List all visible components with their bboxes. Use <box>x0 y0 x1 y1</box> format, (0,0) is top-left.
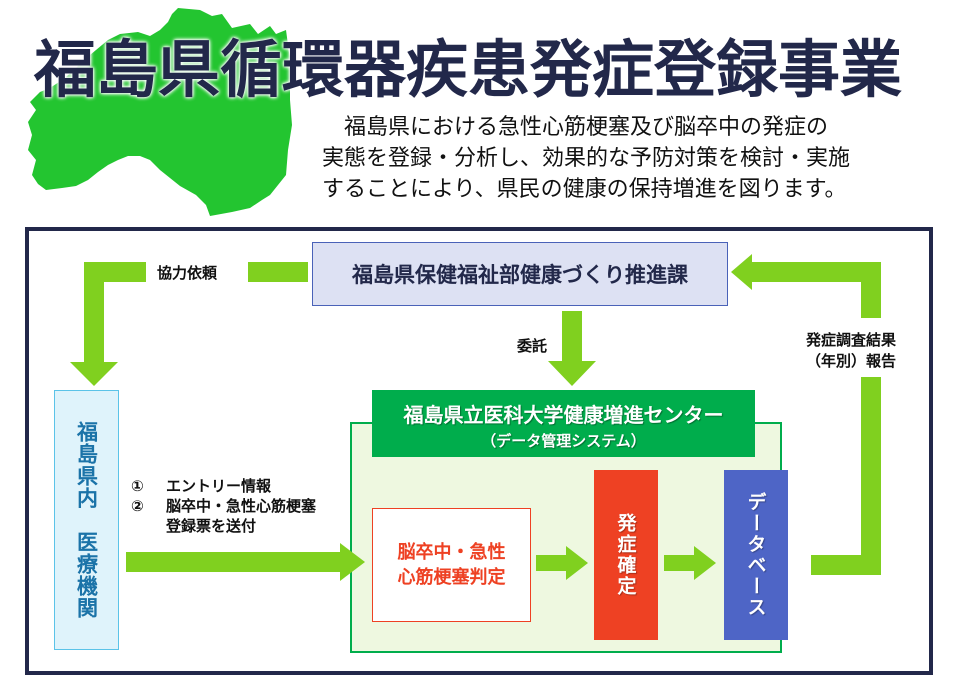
arrow-cooperation-vertical <box>84 262 104 362</box>
judgement-line1: 脳卒中・急性 <box>397 542 506 563</box>
description-line: することにより、県民の健康の保持増進を図ります。 <box>322 177 847 202</box>
step-number <box>131 516 166 536</box>
step-text: 登録票を送付 <box>166 517 257 535</box>
medical-institutions-box: 福島県内 医療機関 <box>54 390 119 650</box>
stroke-mi-judgement-box: 脳卒中・急性 心筋梗塞判定 <box>372 508 531 622</box>
health-promotion-division-label: 福島県保健福祉部健康づくり推進課 <box>352 263 688 287</box>
arrow-onset-to-db-shaft <box>664 555 696 571</box>
health-promotion-division-box: 福島県保健福祉部健康づくり推進課 <box>312 242 728 306</box>
step-text: 脳卒中・急性心筋梗塞 <box>166 497 317 515</box>
submission-steps: ① エントリー情報 ② 脳卒中・急性心筋梗塞 登録票を送付 <box>131 476 316 536</box>
medical-institutions-label: 福島県内 医療機関 <box>74 421 99 619</box>
report-label-line2: （年別）報告 <box>805 352 896 370</box>
arrow-report-top <box>752 262 881 282</box>
health-promotion-center-header: 福島県立医科大学健康増進センター （データ管理システム） <box>372 390 755 457</box>
map-shape <box>28 8 292 216</box>
step-number: ② <box>131 497 144 515</box>
report-label: 発症調査結果 （年別）報告 <box>776 330 926 372</box>
submission-step: ② 脳卒中・急性心筋梗塞 <box>131 496 316 516</box>
center-title: 福島県立医科大学健康増進センター <box>403 403 724 427</box>
arrow-report-head <box>731 254 752 290</box>
arrow-commission-shaft <box>562 311 582 361</box>
arrow-cooperation-head <box>70 362 118 386</box>
description: 福島県における急性心筋梗塞及び脳卒中の発症の 実態を登録・分析し、効果的な予防対… <box>322 112 932 205</box>
step-text: エントリー情報 <box>166 477 272 495</box>
step-number: ① <box>131 477 144 495</box>
arrow-cooperation-segment-right <box>248 262 308 282</box>
database-label: データベース <box>744 492 767 618</box>
arrow-judge-to-onset-shaft <box>536 555 568 571</box>
submission-step: ① エントリー情報 <box>131 476 316 496</box>
database-box: データベース <box>724 470 788 640</box>
arrow-onset-to-db-head <box>694 546 716 580</box>
arrow-report-vertical-lower <box>861 377 881 575</box>
arrow-submission-shaft <box>126 552 344 572</box>
onset-confirmed-box: 発症確定 <box>594 470 658 640</box>
description-line: 福島県における急性心筋梗塞及び脳卒中の発症の <box>322 115 829 140</box>
submission-step: 登録票を送付 <box>131 516 316 536</box>
cooperation-request-label: 協力依頼 <box>157 264 218 282</box>
center-subtitle: （データ管理システム） <box>481 432 646 450</box>
report-label-line1: 発症調査結果 <box>805 331 896 349</box>
onset-confirmed-label: 発症確定 <box>614 513 637 597</box>
description-line: 実態を登録・分析し、効果的な予防対策を検討・実施 <box>322 146 851 171</box>
page-title: 福島県循環器疾患発症登録事業 <box>34 33 903 106</box>
commission-label: 委託 <box>517 337 548 355</box>
arrow-submission-head <box>340 543 365 581</box>
arrow-judge-to-onset-head <box>566 546 588 580</box>
arrow-commission-head <box>548 361 596 386</box>
judgement-line2: 心筋梗塞判定 <box>397 567 506 588</box>
